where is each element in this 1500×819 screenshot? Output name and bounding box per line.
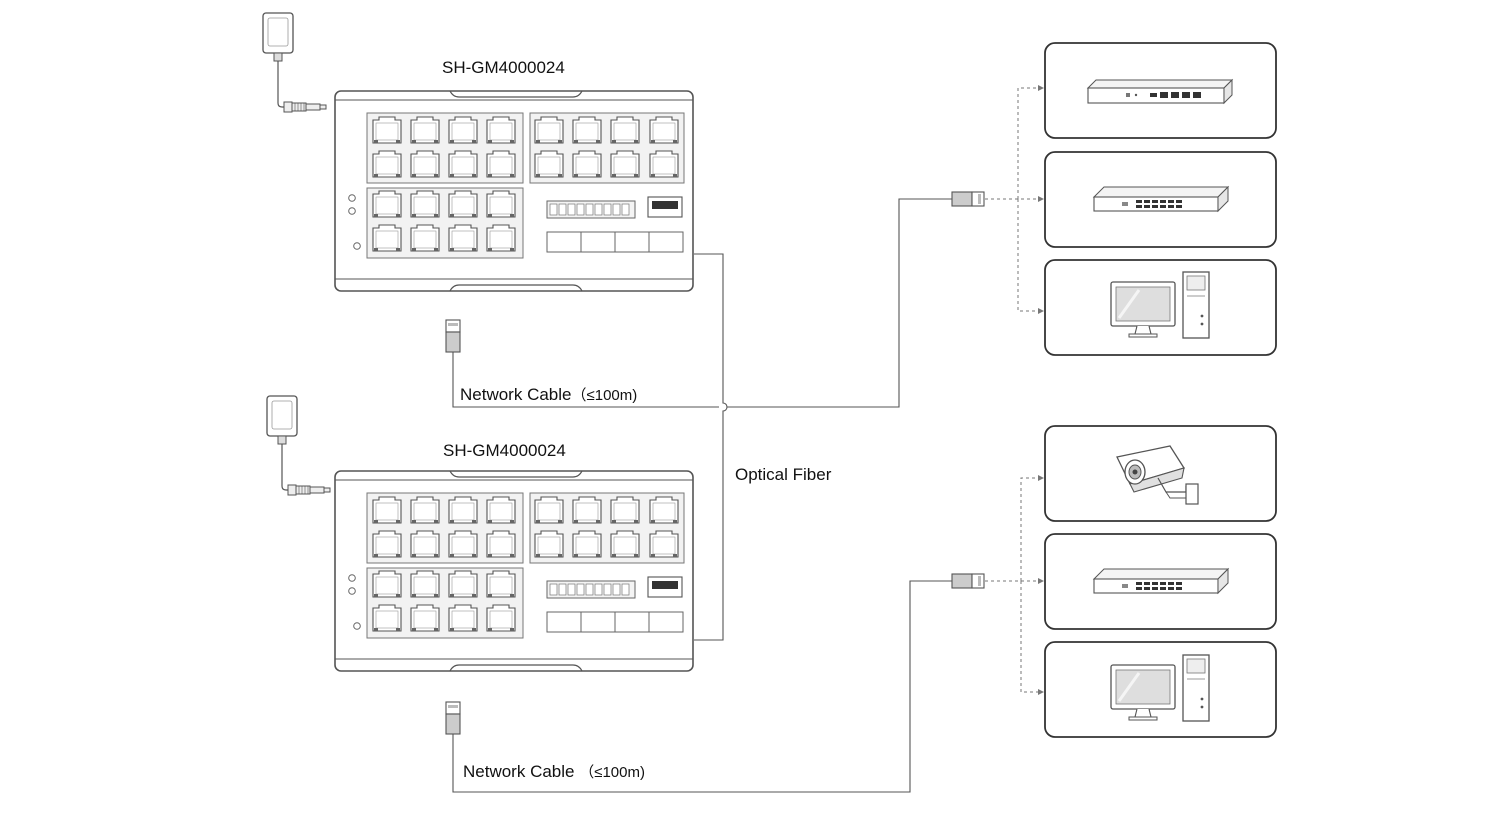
switch-icon bbox=[1093, 186, 1229, 212]
switch-1 bbox=[335, 91, 693, 291]
cable-lines bbox=[452, 198, 952, 793]
power-adapter-1-icon bbox=[262, 12, 327, 113]
device-computer-bottom bbox=[1044, 641, 1277, 738]
dashed-links-top bbox=[985, 85, 1044, 314]
switch-icon bbox=[1093, 568, 1229, 594]
switch-2-model-label: SH-GM4000024 bbox=[443, 441, 566, 460]
rj45-plug-2-icon bbox=[445, 701, 461, 735]
power-adapter-2-icon bbox=[266, 395, 331, 496]
network-cable-1-text: Network Cable bbox=[460, 385, 572, 404]
network-cable-2-limit: （≤100m) bbox=[579, 764, 645, 781]
rj45-plug-4-icon bbox=[951, 573, 985, 589]
dashed-links-bottom bbox=[985, 475, 1044, 695]
device-computer-top bbox=[1044, 259, 1277, 356]
switch-2 bbox=[335, 471, 693, 671]
device-camera bbox=[1044, 425, 1277, 522]
router-icon bbox=[1086, 78, 1234, 105]
camera-icon bbox=[1116, 445, 1199, 505]
switch-1-model-label: SH-GM4000024 bbox=[442, 58, 565, 77]
device-router bbox=[1044, 42, 1277, 139]
device-switch-top bbox=[1044, 151, 1277, 248]
network-cable-1-label: Network Cable（≤100m) bbox=[460, 384, 637, 405]
optical-fiber-label: Optical Fiber bbox=[735, 465, 832, 484]
device-switch-bottom bbox=[1044, 533, 1277, 630]
network-cable-2-text: Network Cable bbox=[463, 762, 575, 781]
rj45-plug-3-icon bbox=[951, 191, 985, 207]
network-cable-2-label: Network Cable （≤100m) bbox=[463, 761, 645, 782]
network-cable-1-limit: （≤100m) bbox=[571, 387, 638, 404]
rj45-plug-1-icon bbox=[445, 319, 461, 353]
